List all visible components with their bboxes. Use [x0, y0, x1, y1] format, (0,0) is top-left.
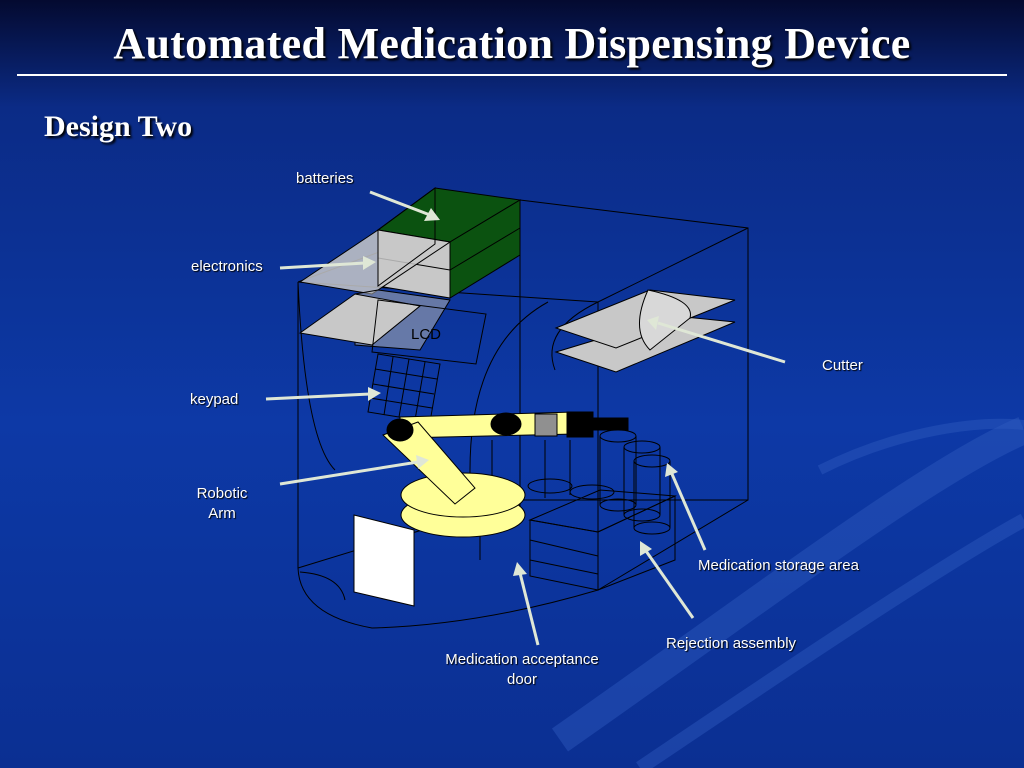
acceptance-door [353, 514, 415, 607]
label-lcd: LCD [411, 326, 442, 343]
robotic-arm [382, 411, 629, 538]
label-robotic-arm-line1: Robotic [196, 485, 248, 502]
label-medication-storage-area: Medication storage area [698, 557, 859, 574]
keypad-grid [367, 353, 441, 423]
arrow-keypad [265, 387, 381, 401]
arrow-medication-storage [665, 463, 707, 551]
label-batteries: batteries [296, 170, 354, 187]
arrow-rejection-assembly [640, 541, 695, 619]
label-acceptance-door-line1: Medication acceptance [445, 651, 599, 668]
label-rejection-assembly: Rejection assembly [666, 635, 797, 652]
electronics-battery-block [298, 187, 522, 351]
arrow-acceptance-door [513, 562, 540, 646]
slide-subtitle: Design Two [44, 110, 193, 143]
label-acceptance-door-line2: door [506, 671, 538, 688]
arrow-cutter [647, 316, 786, 364]
label-cutter: Cutter [822, 357, 863, 374]
arrow-robotic-arm [279, 455, 429, 486]
lcd-panel [371, 299, 487, 365]
label-medication-acceptance-door: Medication acceptance door [424, 650, 620, 690]
cutter-assembly [554, 289, 736, 373]
callout-arrows [265, 190, 786, 646]
background-swooshes [551, 417, 1024, 768]
label-keypad: keypad [190, 391, 239, 408]
label-electronics: electronics [191, 258, 263, 275]
arrow-batteries [369, 190, 440, 221]
label-robotic-arm-line2: Arm [208, 505, 236, 522]
label-robotic-arm: Robotic Arm [186, 484, 258, 524]
slide-title: Automated Medication Dispensing Device [113, 19, 911, 68]
title-divider [17, 74, 1007, 76]
arrow-electronics [279, 256, 376, 270]
medication-cylinders [527, 429, 671, 535]
